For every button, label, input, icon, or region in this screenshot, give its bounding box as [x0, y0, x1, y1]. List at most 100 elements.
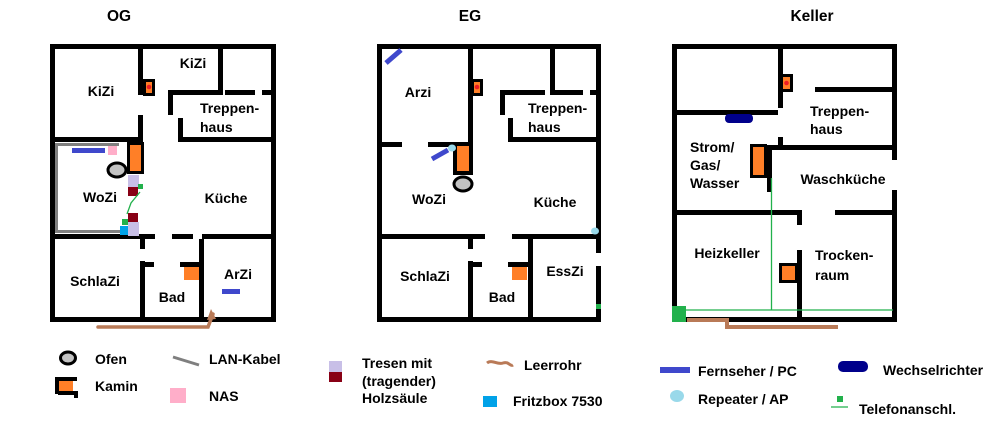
floor-title-keller: Keller	[790, 8, 833, 25]
wall-segment	[508, 118, 513, 142]
wall-segment	[767, 145, 897, 150]
room-label-treppenhaus: haus	[810, 121, 843, 137]
room-label-arzi: Arzi	[405, 84, 431, 100]
lan-cable-line	[55, 230, 121, 233]
fritzbox-icon	[483, 396, 497, 407]
legend-label-ofen: Ofen	[95, 351, 127, 367]
wall-segment	[225, 90, 255, 95]
room-label-treppenhaus: Treppen-	[200, 100, 259, 116]
kamin-dot-icon	[146, 84, 152, 90]
wall-segment	[271, 44, 276, 322]
wall-segment	[172, 234, 193, 239]
legend-label-telefonanschluss: Telefonanschl.	[859, 401, 956, 417]
wall-segment	[262, 90, 276, 95]
room-label-treppenhaus: haus	[200, 119, 233, 135]
wall-segment	[168, 90, 173, 115]
wall-segment	[50, 234, 155, 239]
wall-segment	[500, 90, 545, 95]
wall-segment	[50, 44, 55, 322]
tresen-icon	[329, 361, 342, 372]
holzsaeule-icon	[329, 372, 342, 382]
wall-segment	[672, 317, 897, 322]
wall-segment	[428, 142, 473, 147]
wall-segment	[202, 234, 276, 239]
fritzbox-icon	[120, 226, 128, 235]
wall-segment	[377, 142, 402, 147]
wall-segment	[377, 234, 485, 239]
wall-segment	[555, 90, 583, 95]
wall-segment	[168, 90, 220, 95]
wall-segment	[199, 239, 204, 322]
legend-label-kamin: Kamin	[95, 378, 138, 394]
legend-label-nas: NAS	[209, 388, 239, 404]
kamin-icon	[753, 147, 764, 175]
wall-segment	[672, 110, 778, 115]
tv-pc-icon	[72, 148, 105, 153]
wall-segment	[218, 44, 223, 95]
wall-segment	[835, 210, 897, 215]
kamin-icon	[59, 381, 73, 391]
ofen-icon	[59, 350, 77, 366]
wall-segment	[50, 317, 276, 322]
tresen-icon	[128, 222, 139, 236]
wall-segment	[138, 115, 143, 142]
kamin-frame	[180, 262, 203, 267]
wall-segment	[672, 44, 677, 322]
room-label-treppenhaus: haus	[528, 119, 561, 135]
room-label-strom-gas-wasser: Gas/	[690, 157, 720, 173]
wechselrichter-icon	[838, 361, 868, 372]
legend-label-fernseher: Fernseher / PC	[698, 363, 797, 379]
legend-label-lan-kabel: LAN-Kabel	[209, 351, 281, 367]
telefon-square-icon	[122, 219, 128, 225]
floorplan-eg: EG	[377, 8, 601, 322]
room-label-arzi: ArZi	[224, 266, 252, 282]
repeater-icon	[670, 390, 684, 402]
wall-segment	[672, 44, 897, 49]
room-label-bad: Bad	[489, 289, 515, 305]
tv-pc-icon	[430, 147, 450, 162]
leerrohr-line	[207, 309, 216, 320]
wall-segment	[892, 190, 897, 322]
lan-cable-line	[55, 143, 58, 233]
kamin-dot-icon	[474, 84, 480, 90]
wall-segment	[550, 44, 555, 95]
telefon-square-icon	[837, 396, 843, 402]
room-label-strom-gas-wasser: Strom/	[690, 139, 734, 155]
room-label-kueche: Küche	[205, 190, 248, 206]
floorplan-keller: Keller Strom/	[672, 8, 897, 329]
room-label-schlazi: SchlaZi	[400, 268, 450, 284]
wall-segment	[508, 137, 601, 142]
kamin-icon	[457, 146, 469, 171]
room-label-bad: Bad	[159, 289, 185, 305]
wall-segment	[767, 145, 772, 192]
wall-segment	[512, 234, 601, 239]
wall-segment	[473, 262, 482, 267]
legend-label-wechselrichter: Wechselrichter	[883, 362, 984, 378]
wall-segment	[377, 317, 601, 322]
room-label-waschkueche: Waschküche	[800, 171, 885, 187]
tresen-icon	[128, 175, 139, 187]
room-label-kizi: KiZi	[180, 55, 206, 71]
wall-segment	[178, 137, 276, 142]
legend-label-repeater: Repeater / AP	[698, 391, 789, 407]
lan-cable-line	[55, 143, 119, 146]
wall-segment	[140, 261, 145, 322]
wall-segment	[596, 266, 601, 322]
wall-segment	[178, 118, 183, 142]
kamin-frame	[55, 377, 77, 381]
kamin-icon	[782, 266, 795, 280]
room-label-kueche: Küche	[534, 194, 577, 210]
wall-segment	[377, 44, 601, 49]
holzsaeule-icon	[128, 213, 138, 222]
telefon-square-icon	[138, 184, 143, 189]
legend: Ofen Kamin LAN-Kabel NAS Tresen mit (tra…	[55, 350, 984, 417]
nas-icon	[170, 388, 186, 403]
wall-segment	[797, 250, 802, 318]
wall-segment	[50, 137, 143, 142]
room-label-trockenraum: raum	[815, 267, 849, 283]
kamin-frame	[74, 391, 78, 398]
telefon-square-icon	[596, 304, 601, 309]
kamin-dot-icon	[784, 80, 789, 86]
room-label-treppenhaus: Treppen-	[528, 100, 587, 116]
